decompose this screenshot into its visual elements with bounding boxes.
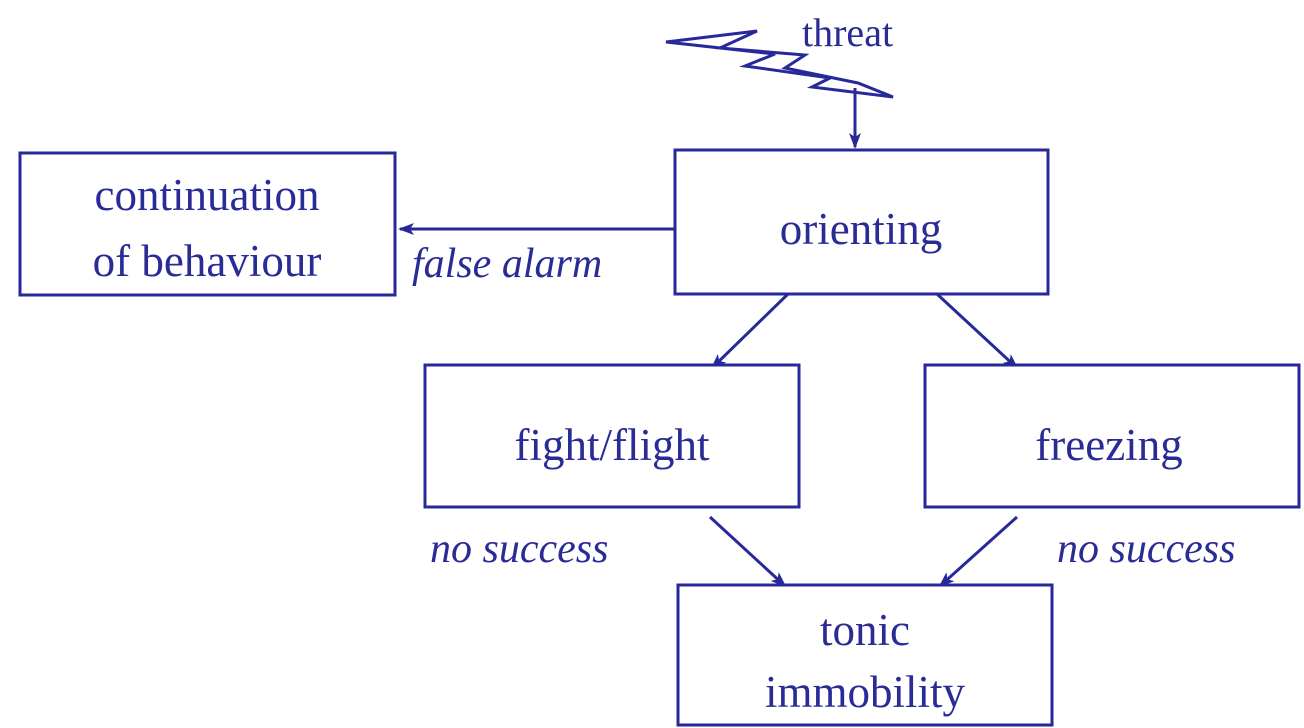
orienting-label: orienting xyxy=(780,204,942,254)
lightning-bolt-icon xyxy=(665,29,894,99)
freeze-no-success-label: no success xyxy=(1057,526,1235,572)
node-continuation-of-behaviour: continuation of behaviour xyxy=(18,151,397,297)
freezing-label: freezing xyxy=(1035,420,1182,470)
tonic-box xyxy=(676,583,1054,727)
continuation-line2: of behaviour xyxy=(93,236,322,286)
continuation-box xyxy=(18,151,397,297)
orienting-to-freezing-arrow xyxy=(935,292,1019,370)
tonic-line2: immobility xyxy=(765,667,966,717)
freezing-box xyxy=(923,363,1301,509)
node-freezing: freezing xyxy=(923,363,1301,509)
orienting-to-fight-flight-arrow xyxy=(710,292,790,370)
fight-flight-to-tonic-arrow xyxy=(708,515,787,588)
freezing-to-tonic-arrow xyxy=(938,515,1019,588)
orienting-box xyxy=(673,148,1050,296)
threat-label: threat xyxy=(802,10,893,55)
tonic-line1: tonic xyxy=(820,605,910,655)
false-alarm-label: false alarm xyxy=(412,241,602,287)
fight-flight-box xyxy=(423,363,801,509)
fight-flight-label: fight/flight xyxy=(515,420,710,470)
node-orienting: orienting xyxy=(673,148,1050,296)
node-fight-flight: fight/flight xyxy=(423,363,801,509)
fight-no-success-label: no success xyxy=(430,526,608,572)
continuation-line1: continuation xyxy=(95,170,320,220)
node-tonic-immobility: tonic immobility xyxy=(676,583,1054,727)
